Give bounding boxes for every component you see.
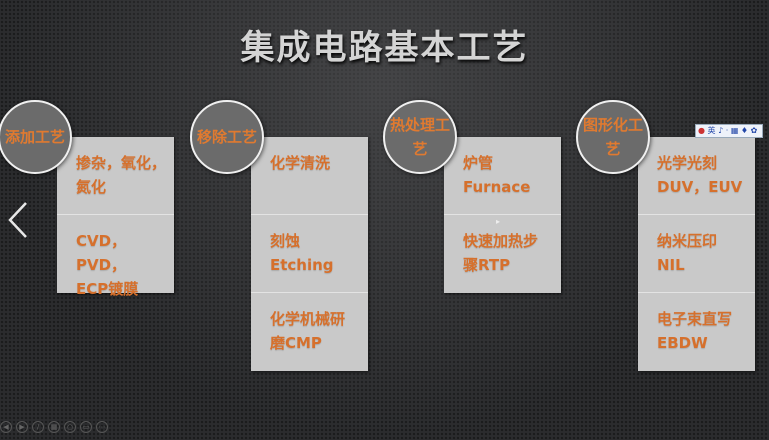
- list-item: 光学光刻 DUV，EUV: [638, 137, 755, 215]
- circle-pattern: 图形化工艺: [576, 100, 650, 174]
- list-item: 电子束直写 EBDW: [657, 310, 733, 352]
- ime-toolbar[interactable]: ● 英 ♪ · ▦ ♦ ✿: [695, 124, 763, 138]
- more-options-icon[interactable]: ⋯: [96, 421, 108, 433]
- slideshow-controls: ◀ ▶ / ▦ ○ ▭ ⋯: [0, 421, 108, 433]
- zoom-icon[interactable]: ○: [64, 421, 76, 433]
- card-add: 掺杂，氧化， 氮化 CVD，PVD， ECP镀膜: [57, 137, 174, 298]
- list-item: 快速加热步 骤RTP: [463, 232, 539, 274]
- circle-remove: 移除工艺: [190, 100, 264, 174]
- list-item: 掺杂，氧化， 氮化: [57, 137, 174, 215]
- list-item: 化学机械研 磨CMP: [270, 310, 346, 352]
- circle-add: 添加工艺: [0, 100, 72, 174]
- ime-tools-icon[interactable]: ♪ · ▦ ♦ ✿: [718, 126, 758, 135]
- list-item: CVD，PVD， ECP镀膜: [76, 232, 139, 298]
- previous-slide-icon[interactable]: ◀: [0, 421, 12, 433]
- mouse-cursor-icon: ▸: [496, 217, 501, 226]
- slide-title: 集成电路基本工艺: [240, 28, 529, 68]
- pen-icon[interactable]: /: [32, 421, 44, 433]
- ime-mode[interactable]: 英: [707, 126, 716, 135]
- card-pattern: 光学光刻 DUV，EUV 纳米压印 NIL 电子束直写 EBDW: [638, 137, 755, 371]
- slides-grid-icon[interactable]: ▦: [48, 421, 60, 433]
- screen-icon[interactable]: ▭: [80, 421, 92, 433]
- list-item: 刻蚀 Etching: [251, 215, 368, 293]
- card-remove: 化学清洗 刻蚀 Etching 化学机械研 磨CMP: [251, 137, 368, 371]
- list-item: 化学清洗: [251, 137, 368, 215]
- list-item: 炉管 Furnace: [444, 137, 561, 215]
- next-slide-icon[interactable]: ▶: [16, 421, 28, 433]
- list-item: 纳米压印 NIL: [638, 215, 755, 293]
- ime-logo-icon: ●: [698, 126, 705, 135]
- chevron-left-icon[interactable]: [6, 200, 30, 240]
- circle-heat: 热处理工艺: [383, 100, 457, 174]
- card-heat: 炉管 Furnace 快速加热步 骤RTP: [444, 137, 561, 293]
